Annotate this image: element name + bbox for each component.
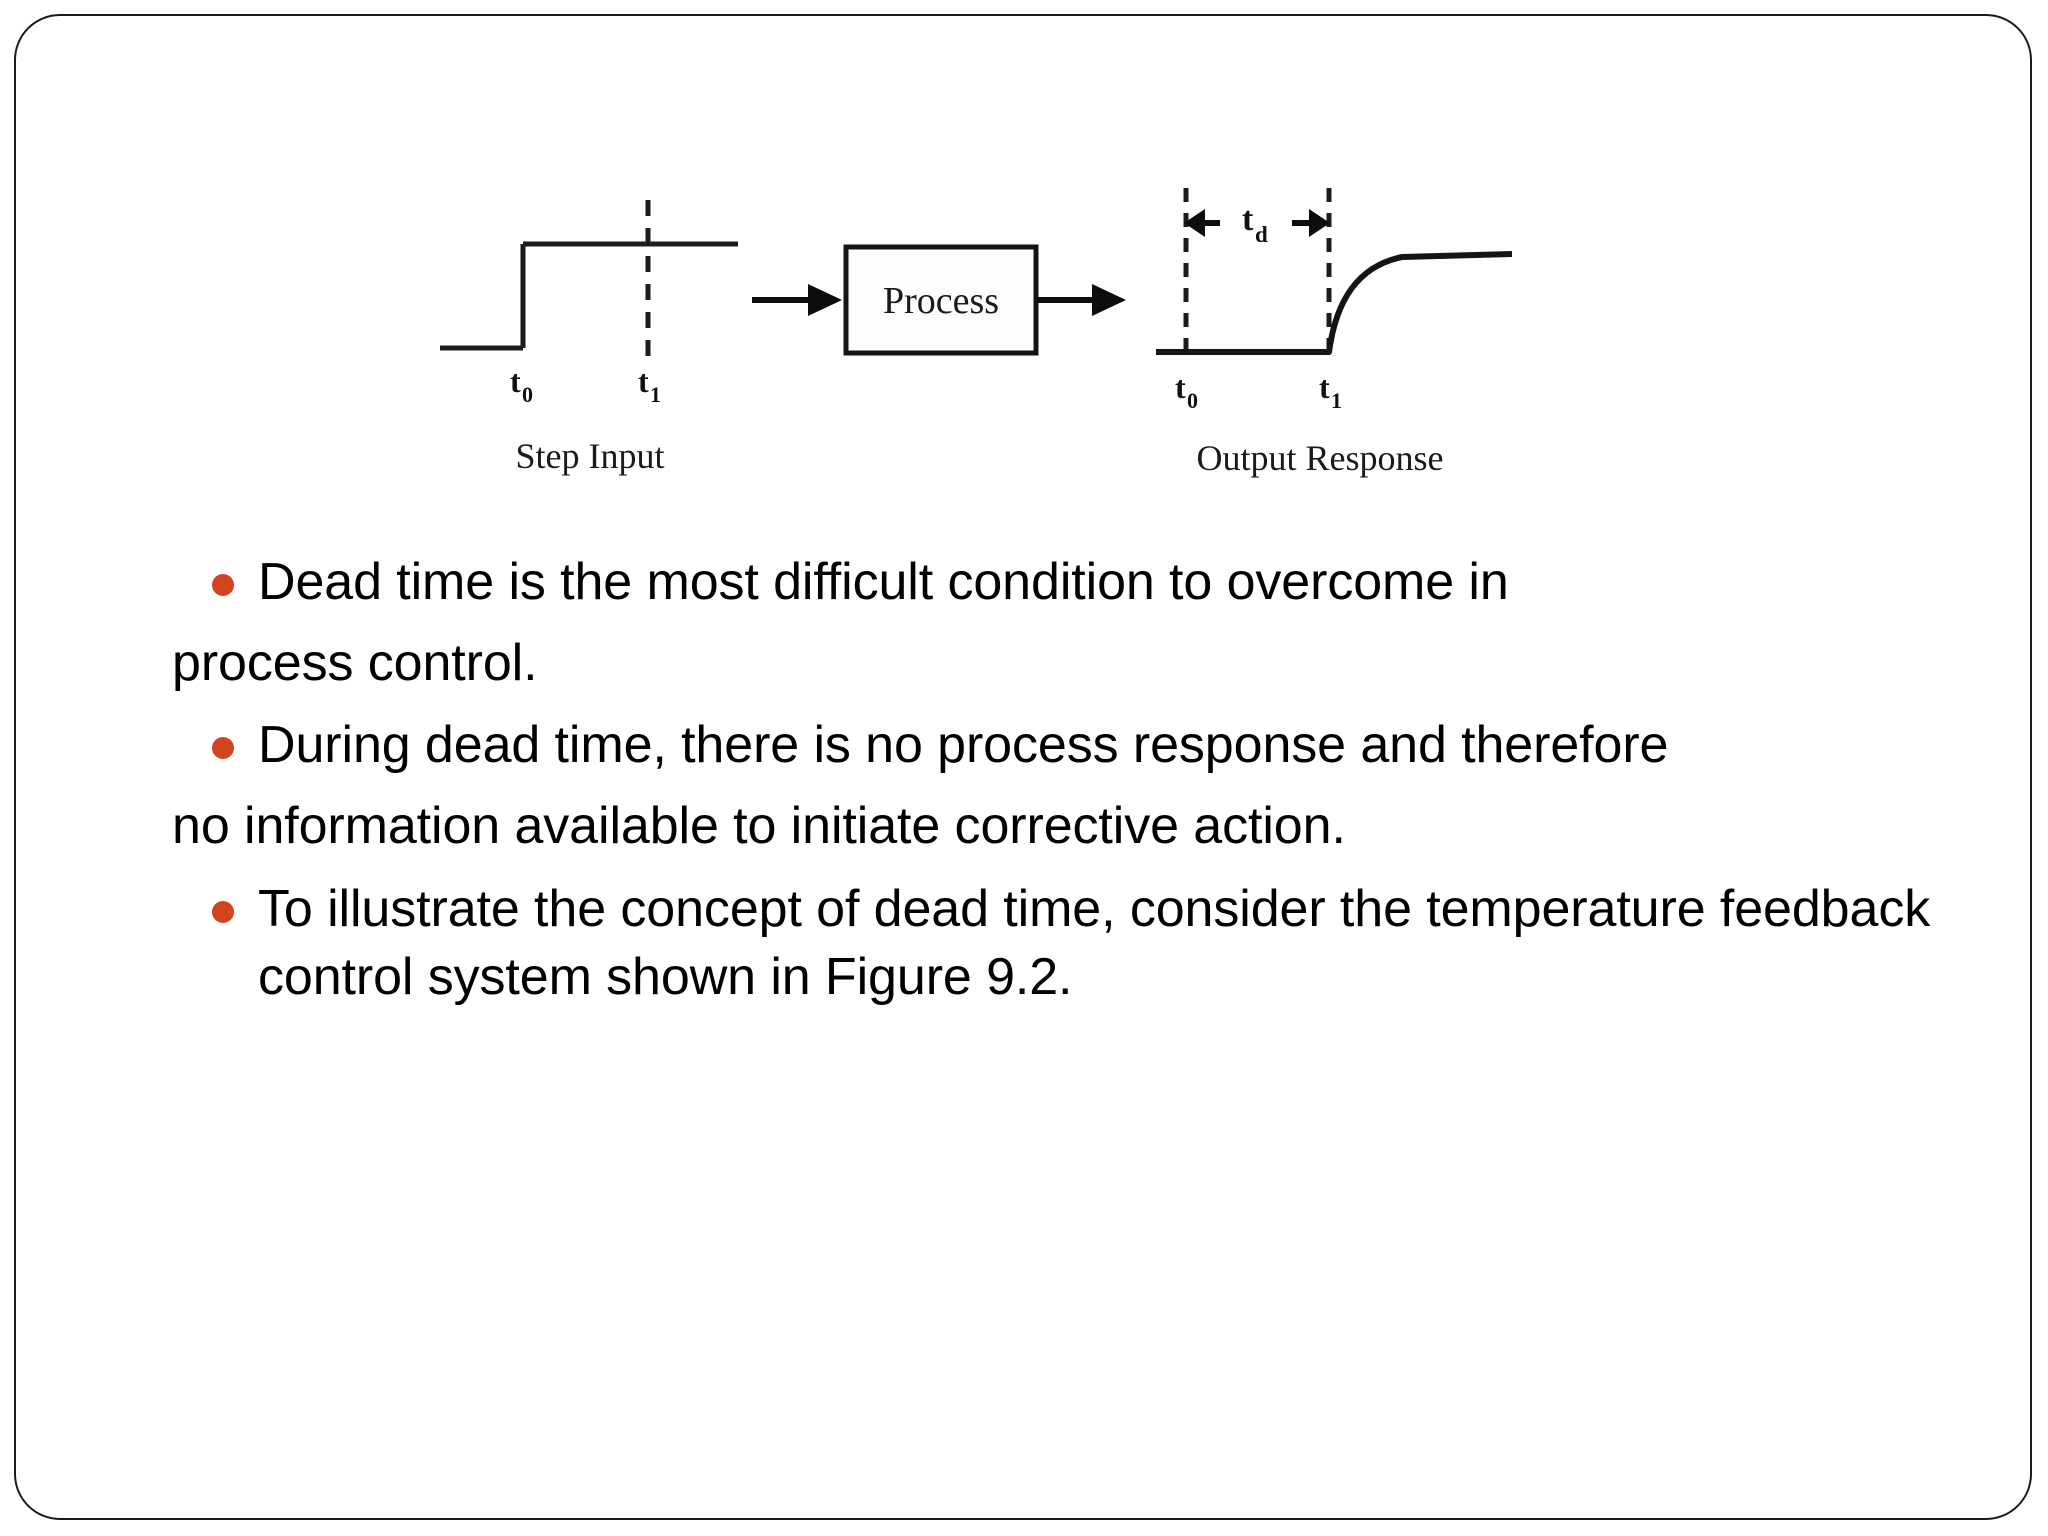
bullet-item-3: To illustrate the concept of dead time, …: [212, 875, 1952, 1012]
svg-text:t: t: [638, 363, 649, 399]
svg-text:t: t: [1319, 369, 1330, 405]
process-block: Process: [843, 244, 1039, 356]
bullet-dot-icon: [212, 737, 234, 760]
slide-body-text: Dead time is the most difficult conditio…: [172, 548, 1952, 1018]
bullet-item-2: During dead time, there is no process re…: [212, 711, 1952, 780]
svg-text:1: 1: [1331, 388, 1342, 413]
dead-time-label: t d: [1242, 201, 1268, 247]
output-t1-label: t 1: [1319, 369, 1342, 413]
dead-time-dimension-arrows: [1184, 209, 1330, 237]
bullet-item-3-text: To illustrate the concept of dead time, …: [258, 879, 1931, 1007]
output-response-caption: Output Response: [1197, 438, 1444, 478]
bullet-dot-icon: [212, 574, 234, 596]
svg-text:t: t: [510, 363, 521, 399]
paragraph-item-1: process control.: [172, 633, 538, 692]
bullet-item-2-text: During dead time, there is no process re…: [258, 716, 1669, 775]
paragraph-item-2: no information available to initiate cor…: [172, 796, 1346, 855]
bullet-item-1-text: Dead time is the most difficult conditio…: [258, 553, 1509, 611]
bullet-item-1: Dead time is the most difficult conditio…: [212, 548, 1952, 617]
step-input-waveform: [440, 241, 738, 351]
step-input-caption: Step Input: [516, 436, 665, 476]
svg-text:1: 1: [650, 382, 661, 407]
output-response-waveform: [1156, 251, 1513, 355]
input-arrow: [752, 284, 842, 316]
dead-time-figure: t 0 t 1 Step Input Process: [430, 180, 1560, 500]
output-t0-label: t 0: [1175, 369, 1198, 413]
bullet-dot-icon: [212, 900, 234, 923]
output-arrow: [1038, 284, 1126, 316]
step-input-t1-label: t 1: [638, 363, 661, 407]
svg-text:0: 0: [1187, 388, 1198, 413]
process-block-label: Process: [883, 280, 999, 322]
svg-text:0: 0: [522, 382, 533, 407]
svg-text:d: d: [1255, 222, 1268, 247]
svg-text:t: t: [1242, 201, 1254, 238]
step-input-t0-label: t 0: [510, 363, 533, 407]
svg-text:t: t: [1175, 369, 1186, 405]
